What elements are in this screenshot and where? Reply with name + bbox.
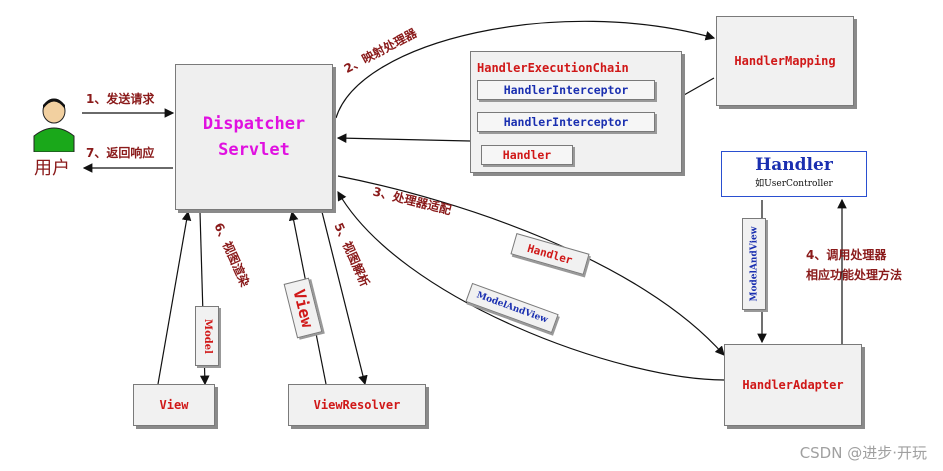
dispatcher-label-line1: Dispatcher [202, 114, 306, 134]
user-icon [30, 96, 78, 153]
step-7-label: 7、返回响应 [86, 146, 155, 160]
handler-box-title: Handler [755, 155, 833, 175]
handler-execution-chain-box: HandlerExecutionChain HandlerInterceptor… [470, 51, 682, 173]
handler-box: Handler 如UserController [721, 151, 867, 197]
handler-mapping-box: HandlerMapping [716, 16, 854, 106]
dispatcher-servlet-box: Dispatcher Servlet [175, 64, 333, 210]
handler-adapter-box: HandlerAdapter [724, 344, 862, 426]
chain-handler: Handler [481, 145, 573, 165]
step-1-label: 1、发送请求 [86, 92, 155, 106]
dispatcher-label-line2: Servlet [218, 140, 290, 160]
handler-box-subtitle: 如UserController [755, 179, 833, 189]
view-box: View [133, 384, 215, 426]
model-tag: Model [195, 306, 219, 366]
chain-interceptor-2: HandlerInterceptor [477, 112, 655, 132]
chain-interceptor-1: HandlerInterceptor [477, 80, 655, 100]
view-tag-text: View [289, 287, 317, 329]
chain-title: HandlerExecutionChain [477, 61, 629, 75]
model-tag-text: Model [201, 318, 213, 354]
view-resolver-box: ViewResolver [288, 384, 426, 426]
user-label: 用户 [34, 158, 70, 179]
model-and-view-vertical-text: ModelAndView [749, 226, 760, 302]
watermark: CSDN @进步·开玩 [799, 444, 927, 462]
model-and-view-vertical-tag: ModelAndView [742, 218, 766, 310]
step-4-label-line1: 4、调用处理器 [806, 248, 887, 262]
step-4-label-line2: 相应功能处理方法 [806, 268, 903, 282]
